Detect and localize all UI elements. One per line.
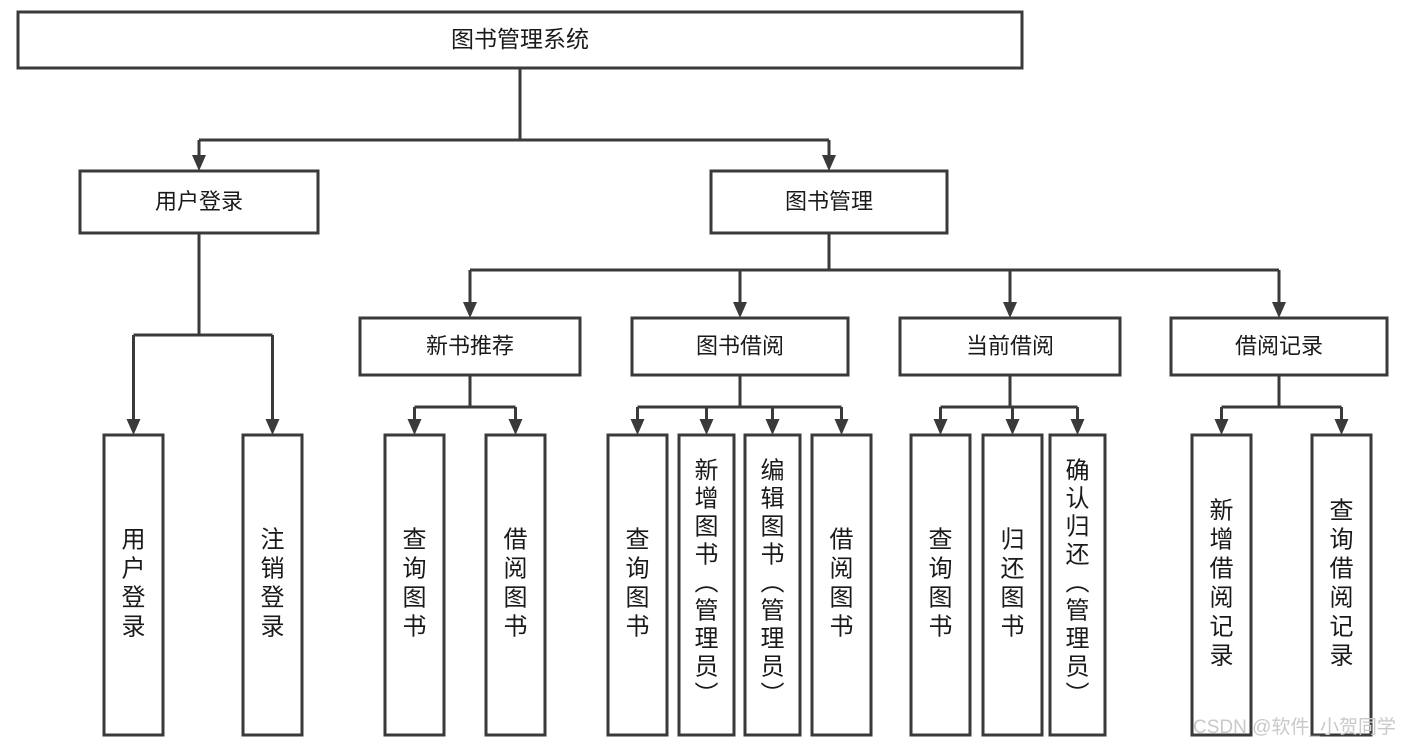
arrowhead-l3-3-1 bbox=[1334, 419, 1349, 435]
node-box bbox=[810, 433, 873, 737]
node-leaf-归还图书[interactable]: 归还图书 bbox=[981, 433, 1044, 737]
node-box bbox=[241, 433, 304, 737]
node-leaf-查询图书[interactable]: 查询图书 bbox=[606, 433, 669, 737]
node-label: 注销登录 bbox=[261, 526, 285, 640]
node-box bbox=[16, 10, 1024, 70]
node-label: 图书借阅 bbox=[696, 333, 784, 358]
node-level3-新书推荐[interactable]: 新书推荐 bbox=[358, 316, 582, 377]
arrowhead-root-0 bbox=[192, 155, 206, 171]
arrowhead-l3-3-0 bbox=[1214, 419, 1229, 435]
node-box bbox=[358, 316, 582, 377]
node-leaf-借阅图书[interactable]: 借阅图书 bbox=[484, 433, 547, 737]
arrowhead-book-mgmt-3 bbox=[1272, 302, 1286, 318]
node-leaf-注销登录[interactable]: 注销登录 bbox=[241, 433, 304, 737]
node-leaf-用户登录[interactable]: 用户登录 bbox=[102, 433, 165, 737]
node-label: 查询借阅记录 bbox=[1330, 497, 1354, 669]
node-label: 借阅图书 bbox=[830, 526, 854, 640]
node-box bbox=[1190, 433, 1253, 737]
node-box bbox=[677, 433, 736, 737]
node-layer: 图书管理系统用户登录图书管理新书推荐图书借阅当前借阅借阅记录用户登录注销登录查询… bbox=[16, 10, 1389, 737]
node-level2-图书管理[interactable]: 图书管理 bbox=[709, 169, 949, 235]
node-box bbox=[1310, 433, 1373, 737]
arrowhead-l3-1-0 bbox=[630, 419, 645, 435]
node-box bbox=[1048, 433, 1107, 737]
node-level3-借阅记录[interactable]: 借阅记录 bbox=[1169, 316, 1389, 377]
node-box bbox=[909, 433, 972, 737]
node-label: 借阅图书 bbox=[504, 526, 528, 640]
csdn-watermark: CSDN @软件_小贺同学 bbox=[1193, 716, 1396, 738]
arrowhead-l3-1-1 bbox=[699, 419, 714, 435]
node-box bbox=[484, 433, 547, 737]
arrowhead-book-mgmt-0 bbox=[463, 302, 477, 318]
node-label: 新增借阅记录 bbox=[1210, 497, 1234, 669]
node-label: 查询图书 bbox=[626, 526, 650, 640]
node-label: 借阅记录 bbox=[1235, 333, 1323, 358]
node-leaf-编辑图书管理员[interactable]: 编辑图书︵管理员︶ bbox=[743, 433, 802, 737]
node-label: 编辑图书︵管理员︶ bbox=[761, 458, 785, 709]
node-level3-图书借阅[interactable]: 图书借阅 bbox=[630, 316, 850, 377]
node-label: 归还图书 bbox=[1001, 526, 1025, 640]
node-box bbox=[78, 169, 320, 235]
arrowhead-user-login-1 bbox=[265, 419, 280, 435]
arrowhead-l3-0-0 bbox=[407, 419, 422, 435]
node-label: 新增图书︵管理员︶ bbox=[695, 458, 719, 709]
node-label: 用户登录 bbox=[155, 189, 243, 214]
node-leaf-新增图书管理员[interactable]: 新增图书︵管理员︶ bbox=[677, 433, 736, 737]
node-label: 查询图书 bbox=[403, 526, 427, 640]
node-label: 确认归还︵管理员︶ bbox=[1066, 458, 1090, 709]
node-label: 当前借阅 bbox=[966, 333, 1054, 358]
node-box bbox=[898, 316, 1122, 377]
node-root-图书管理系统[interactable]: 图书管理系统 bbox=[16, 10, 1024, 70]
node-box bbox=[102, 433, 165, 737]
connector-layer bbox=[126, 68, 1349, 435]
arrowhead-l3-1-2 bbox=[765, 419, 780, 435]
node-label: 新书推荐 bbox=[426, 333, 514, 358]
arrowhead-l3-0-1 bbox=[508, 419, 523, 435]
arrowhead-user-login-0 bbox=[126, 419, 141, 435]
node-leaf-借阅图书[interactable]: 借阅图书 bbox=[810, 433, 873, 737]
arrowhead-l3-2-2 bbox=[1070, 419, 1085, 435]
node-leaf-查询图书[interactable]: 查询图书 bbox=[383, 433, 446, 737]
node-leaf-新增借阅记录[interactable]: 新增借阅记录 bbox=[1190, 433, 1253, 737]
arrowhead-root-1 bbox=[822, 155, 836, 171]
arrowhead-l3-1-3 bbox=[834, 419, 849, 435]
node-label: 查询图书 bbox=[929, 526, 953, 640]
arrowhead-book-mgmt-2 bbox=[1003, 302, 1017, 318]
node-leaf-确认归还管理员[interactable]: 确认归还︵管理员︶ bbox=[1048, 433, 1107, 737]
node-box bbox=[981, 433, 1044, 737]
node-box bbox=[1169, 316, 1389, 377]
node-box bbox=[606, 433, 669, 737]
arrowhead-l3-2-1 bbox=[1005, 419, 1020, 435]
node-leaf-查询借阅记录[interactable]: 查询借阅记录 bbox=[1310, 433, 1373, 737]
node-box bbox=[743, 433, 802, 737]
node-label: 图书管理系统 bbox=[451, 26, 589, 52]
node-label: 用户登录 bbox=[122, 526, 146, 640]
arrowhead-l3-2-0 bbox=[933, 419, 948, 435]
node-label: 图书管理 bbox=[785, 189, 873, 214]
node-box bbox=[383, 433, 446, 737]
node-level2-用户登录[interactable]: 用户登录 bbox=[78, 169, 320, 235]
arrowhead-book-mgmt-1 bbox=[733, 302, 747, 318]
node-box bbox=[630, 316, 850, 377]
node-level3-当前借阅[interactable]: 当前借阅 bbox=[898, 316, 1122, 377]
node-leaf-查询图书[interactable]: 查询图书 bbox=[909, 433, 972, 737]
node-box bbox=[709, 169, 949, 235]
